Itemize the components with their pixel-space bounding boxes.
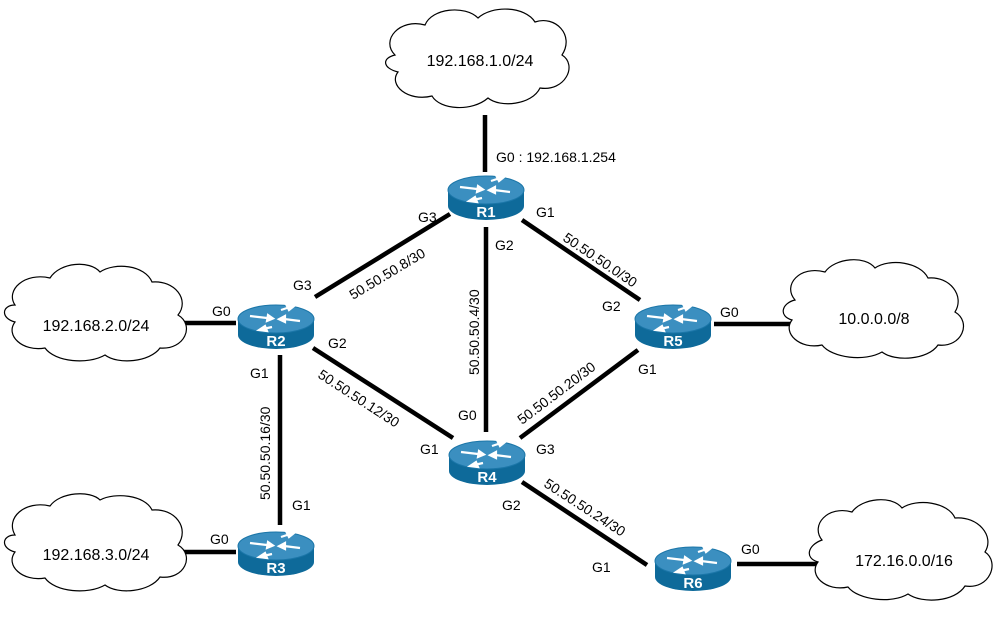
cloud-label: 192.168.1.0/24 xyxy=(427,53,534,70)
subnet-label-r2-r3: 50.50.50.16/30 xyxy=(257,406,273,500)
cloud-icon xyxy=(385,8,570,109)
iface-r1-g0: G0 : 192.168.1.254 xyxy=(496,149,616,165)
cloud-172-16-0-0: 172.16.0.0/16 xyxy=(808,499,993,601)
cloud-192-168-2-0: 192.168.2.0/24 xyxy=(3,263,188,362)
cloud-label: 192.168.2.0/24 xyxy=(43,318,150,335)
iface-r1-g1: G1 xyxy=(536,204,555,220)
iface-r5-g1: G1 xyxy=(638,361,657,377)
iface-r2-g2: G2 xyxy=(328,335,347,351)
router-label: R1 xyxy=(476,204,495,221)
router-label: R5 xyxy=(663,333,682,350)
iface-r4-g0: G0 xyxy=(458,407,477,423)
cloud-icon xyxy=(808,499,993,601)
cloud-10-0-0-0: 10.0.0.0/8 xyxy=(782,259,965,359)
link-r4-r6 xyxy=(520,480,649,567)
iface-r2-g1: G1 xyxy=(250,365,269,381)
router-r4[interactable]: R4 xyxy=(447,438,527,487)
cloud-label: 172.16.0.0/16 xyxy=(855,553,953,570)
router-r1[interactable]: R1 xyxy=(446,173,526,222)
router-r5[interactable]: R5 xyxy=(633,302,713,351)
link-r4-r5 xyxy=(518,348,640,440)
cloud-label: 192.168.3.0/24 xyxy=(43,547,150,564)
router-label: R6 xyxy=(683,575,702,592)
iface-r1-g2: G2 xyxy=(495,237,514,253)
cloud-icon xyxy=(3,493,188,592)
subnet-label-r1-r4: 50.50.50.4/30 xyxy=(466,289,482,375)
iface-r4-g2: G2 xyxy=(502,497,521,513)
cloud-icon xyxy=(782,259,965,359)
iface-r3-g1: G1 xyxy=(292,497,311,513)
link-r1-r2 xyxy=(313,212,452,299)
link-r1-r5 xyxy=(520,218,642,302)
router-r6[interactable]: R6 xyxy=(653,544,733,593)
iface-r4-g3: G3 xyxy=(536,441,555,457)
router-r2[interactable]: R2 xyxy=(236,302,316,351)
router-r3[interactable]: R3 xyxy=(236,529,316,578)
router-label: R3 xyxy=(266,560,285,577)
subnet-label-r4-r5: 50.50.50.20/30 xyxy=(514,358,598,427)
subnet-label-r4-r6: 50.50.50.24/30 xyxy=(541,475,628,539)
router-label: R4 xyxy=(477,469,497,486)
router-label: R2 xyxy=(266,333,285,350)
iface-r4-g1: G1 xyxy=(420,441,439,457)
subnet-label-r1-r5: 50.50.50.0/30 xyxy=(560,229,640,290)
link-r2-r4 xyxy=(311,346,455,440)
cloud-label: 10.0.0.0/8 xyxy=(838,311,909,328)
cloud-192-168-3-0: 192.168.3.0/24 xyxy=(3,493,188,592)
iface-r2-g0: G0 xyxy=(212,303,231,319)
iface-r5-g0: G0 xyxy=(720,304,739,320)
iface-r6-g0: G0 xyxy=(741,541,760,557)
cloud-icon xyxy=(3,263,188,362)
iface-r2-g3: G3 xyxy=(293,277,312,293)
iface-r6-g1: G1 xyxy=(592,559,611,575)
iface-r3-g0: G0 xyxy=(210,531,229,547)
cloud-192-168-1-0: 192.168.1.0/24 xyxy=(385,8,570,109)
interface-labels: G0 : 192.168.1.254 G3 G1 G2 G3 G0 G2 G1 … xyxy=(210,149,760,575)
iface-r1-g3: G3 xyxy=(418,209,437,225)
iface-r5-g2: G2 xyxy=(602,298,621,314)
links xyxy=(174,115,825,567)
subnet-labels: 50.50.50.8/30 50.50.50.4/30 50.50.50.0/3… xyxy=(257,229,640,539)
